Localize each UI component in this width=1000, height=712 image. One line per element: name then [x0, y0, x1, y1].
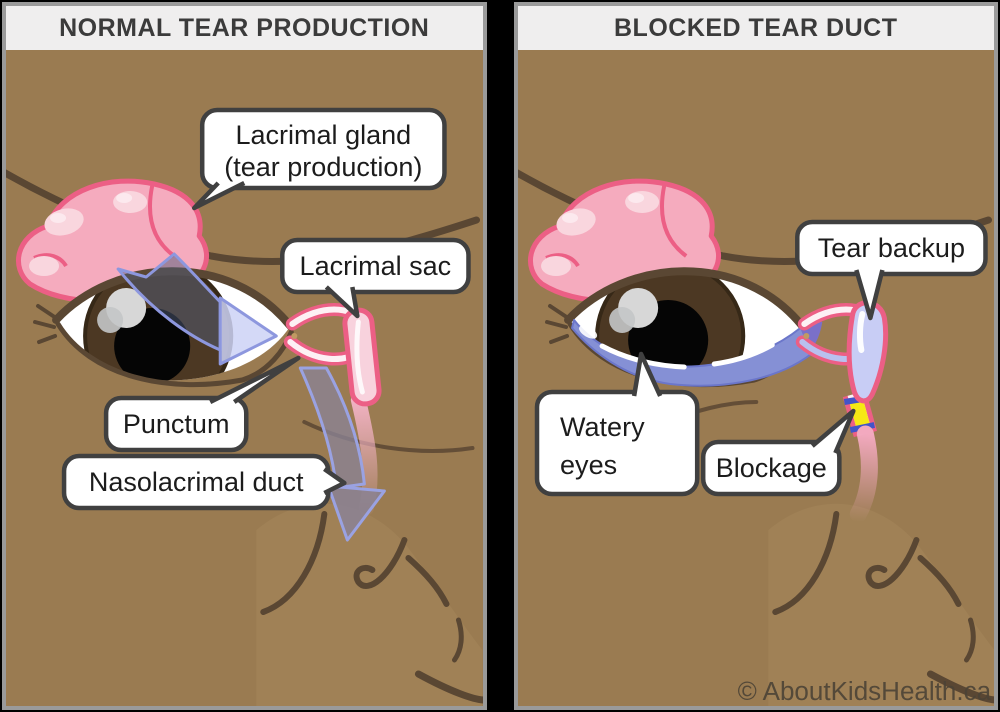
label-text: Nasolacrimal duct [89, 467, 304, 497]
gland-highlight [540, 256, 571, 276]
label-text: Tear backup [817, 233, 964, 263]
label-tail [324, 285, 360, 319]
label-text: (tear production) [224, 152, 422, 182]
eyelashes [33, 304, 59, 344]
label-box [103, 395, 249, 453]
tear-flow-arrow-body [116, 252, 222, 352]
duct-below-blockage [849, 425, 878, 523]
nose-side-line [771, 511, 839, 615]
label-box [794, 219, 988, 277]
normal-tear-illustration: Lacrimal gland (tear production) Lacrima… [6, 50, 483, 706]
sac-highlight [354, 319, 365, 395]
label-text: eyes [560, 450, 617, 480]
nose-base-line [926, 670, 994, 704]
gland-highlight [50, 213, 67, 223]
gland-highlight [627, 193, 644, 203]
label-tear-backup: Tear backup [794, 219, 988, 321]
tear-flow-arrows [116, 252, 386, 542]
eye-highlight-small [608, 307, 635, 333]
label-lacrimal-gland: Lacrimal gland (tear production) [191, 107, 447, 211]
duct-flow-arrow-body [298, 366, 366, 490]
panel-body-left: Lacrimal gland (tear production) Lacrima… [6, 50, 483, 706]
tear-pool-glint [578, 325, 597, 339]
nose-side-line [260, 511, 328, 615]
nose-wing-line [405, 555, 450, 607]
lower-eyelid [55, 321, 294, 388]
label-tail [209, 355, 301, 405]
sac-highlight [856, 311, 865, 353]
label-box [199, 107, 447, 191]
cheek-line [451, 617, 464, 663]
gland-fold-small [544, 253, 580, 268]
label-text: Watery [560, 412, 645, 442]
gland-fold [148, 185, 176, 258]
label-tail [853, 269, 885, 321]
duct-flow-arrowhead [326, 484, 386, 542]
panel-blocked-tear-duct: BLOCKED TEAR DUCT [513, 2, 998, 710]
gland-fold [659, 185, 687, 258]
upper-eyelid [563, 267, 806, 330]
label-tail [191, 180, 246, 211]
gland-highlight [561, 213, 578, 223]
gland-highlight [624, 191, 659, 213]
blockage-plug [849, 399, 870, 429]
label-box [534, 389, 699, 497]
punctum-point [802, 333, 809, 339]
label-text: Lacrimal gland [235, 120, 411, 150]
label-tail [323, 467, 347, 496]
nostril-curl-line [353, 537, 408, 589]
gland-highlight [113, 191, 148, 213]
panel-title-right: BLOCKED TEAR DUCT [517, 6, 994, 50]
tear-flow-arrowhead [218, 296, 278, 366]
pupil [114, 308, 191, 381]
label-punctum: Punctum [103, 355, 301, 453]
punctum-point [291, 333, 298, 339]
label-lacrimal-sac: Lacrimal sac [280, 237, 471, 319]
tear-pool-shine [711, 342, 775, 367]
label-box [700, 439, 842, 497]
eyelashes [544, 304, 570, 344]
panel-normal-tear-production: NORMAL TEAR PRODUCTION [2, 2, 487, 710]
nose-base-line [414, 670, 483, 704]
nostril-curl-line [865, 537, 919, 589]
label-box [280, 237, 471, 295]
label-nasolacrimal-duct: Nasolacrimal duct [61, 453, 347, 511]
gland-fold-small [33, 253, 68, 268]
cheek-line [963, 617, 976, 663]
label-text: Punctum [123, 409, 230, 439]
label-text: Lacrimal sac [300, 251, 452, 281]
panel-title-left: NORMAL TEAR PRODUCTION [6, 6, 483, 50]
gland-highlight [116, 193, 133, 203]
credit-text: © AboutKidsHealth.ca [737, 676, 991, 706]
label-blockage: Blockage [700, 408, 856, 497]
gland-highlight [29, 256, 60, 276]
blocked-duct-illustration: Tear backup Watery eyes Blockage © About… [517, 50, 994, 706]
eye-highlight-small [97, 307, 124, 333]
label-text: Blockage [715, 453, 826, 483]
label-tail [810, 408, 856, 454]
nose-wing-line [916, 555, 961, 607]
panel-body-right: Tear backup Watery eyes Blockage © About… [517, 50, 994, 706]
label-tail [631, 351, 662, 397]
label-watery-eyes: Watery eyes [534, 351, 699, 497]
